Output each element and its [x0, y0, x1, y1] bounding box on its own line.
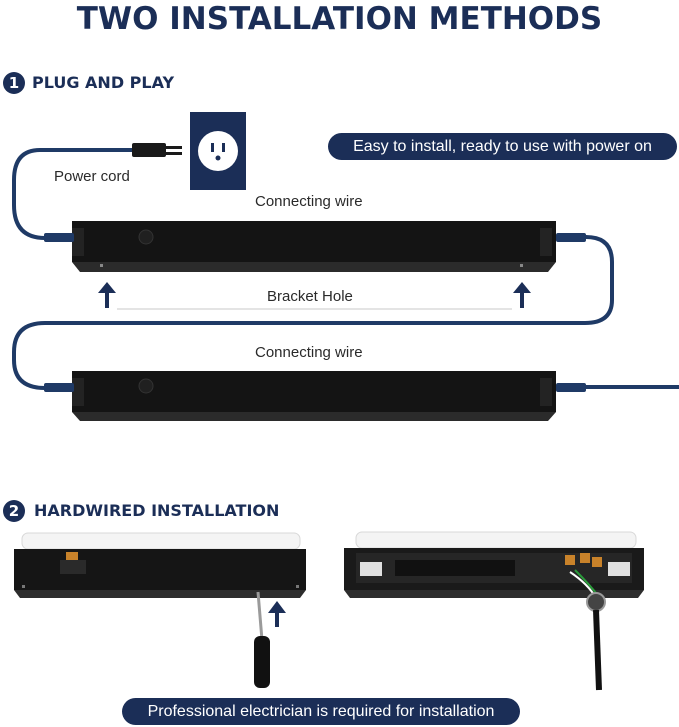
page-title: TWO INSTALLATION METHODS: [76, 1, 603, 37]
bracket-arrow-right-icon: [513, 282, 531, 308]
step-1-heading: PLUG AND PLAY: [32, 73, 175, 92]
light-fixture-1: [72, 221, 556, 272]
hardwire-fixture-open: [344, 531, 644, 599]
connecting-wire-label-bottom: Connecting wire: [255, 344, 363, 361]
bracket-arrow-left-icon: [98, 282, 116, 308]
bracket-hole-label: Bracket Hole: [267, 288, 353, 305]
power-cord-label: Power cord: [54, 168, 130, 185]
cable-gland-icon: [586, 592, 606, 691]
light-fixture-2: [72, 371, 556, 421]
step-2-heading: HARDWIRED INSTALLATION: [34, 501, 280, 520]
step-1-badge: 1: [3, 72, 25, 94]
screw-hole-arrow-icon: [268, 601, 286, 627]
screwdriver-icon: [254, 591, 270, 688]
step-2-badge: 2: [3, 500, 25, 522]
connecting-wire-label-top: Connecting wire: [255, 193, 363, 210]
wall-outlet-icon: [190, 112, 246, 190]
hardwire-fixture-closed: [14, 532, 306, 598]
easy-install-callout: Easy to install, ready to use with power…: [328, 133, 677, 160]
connecting-wire-cable: [12, 235, 614, 390]
plug-icon: [132, 143, 182, 157]
power-cord-cable: [12, 148, 135, 240]
electrician-callout: Professional electrician is required for…: [122, 698, 520, 725]
